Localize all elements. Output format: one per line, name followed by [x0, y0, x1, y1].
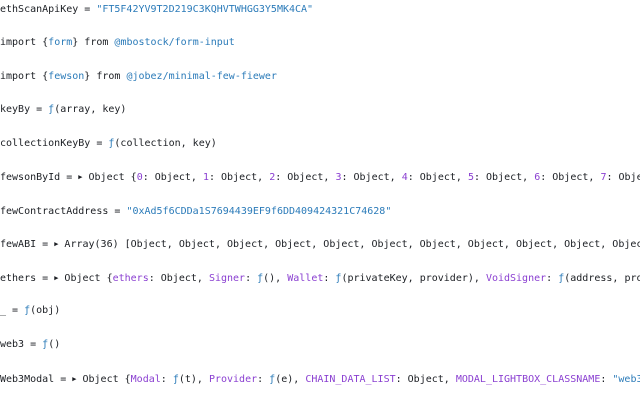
cell-token: :: [257, 374, 270, 385]
cell-token: fewABI =: [0, 239, 55, 250]
cell-token: ƒ: [48, 104, 55, 115]
cell-token: (privateKey, provider),: [341, 273, 486, 284]
cell-token: fewson: [48, 71, 85, 82]
cell-token: :: [546, 273, 559, 284]
cell-token: Signer: [208, 273, 246, 284]
cell-token: keyBy =: [0, 104, 49, 115]
cell-token: fewContractAddress =: [0, 206, 127, 217]
cell-token: ƒ: [172, 374, 179, 385]
cell-token: : Object,: [606, 172, 640, 183]
cell-token: ethScanApiKey =: [0, 4, 97, 15]
cell-token: 6: [534, 172, 541, 183]
cell-token: collectionKeyBy =: [0, 138, 109, 149]
cell-token: 5: [467, 172, 474, 183]
cell-token: : Object,: [142, 172, 203, 183]
cell-token: :: [600, 374, 613, 385]
cell-token: ethers =: [0, 273, 55, 284]
cell-fewContractAddress[interactable]: fewContractAddress = "0xAd5f6CDDa1S76944…: [0, 205, 391, 219]
cell-token: : Object,: [148, 273, 209, 284]
cell-token: "0xAd5f6CDDa1S7694439EF9f6DD409424321C74…: [126, 206, 392, 217]
cell-token: (address, provider),: [564, 273, 640, 284]
cell-token: @mbostock/form-input: [114, 37, 235, 48]
cell-token: : Object,: [275, 172, 336, 183]
cell-collectionKeyBy[interactable]: collectionKeyBy = ƒ(collection, key): [0, 137, 217, 151]
cell-token: fewsonById =: [0, 172, 79, 183]
cell-token: (t),: [178, 374, 209, 385]
cell-token: Wallet: [287, 273, 324, 284]
expand-triangle-icon[interactable]: ▶: [54, 240, 59, 248]
cell-token: : Object,: [407, 172, 468, 183]
cell-token: (): [48, 339, 61, 350]
cell-ethers[interactable]: ethers = ▶ Object {ethers: Object, Signe…: [0, 271, 640, 285]
cell-token: 2: [269, 172, 276, 183]
cell-token: import {: [0, 71, 49, 82]
cell-token: 3: [335, 172, 342, 183]
cell-Web3Modal[interactable]: Web3Modal = ▶ Object {Modal: ƒ(t), Provi…: [0, 372, 640, 386]
cell-token: form: [48, 37, 73, 48]
cell-token: :: [160, 374, 173, 385]
cell-underscore[interactable]: _ = ƒ(obj): [0, 304, 60, 318]
cell-token: ƒ: [269, 374, 276, 385]
cell-token: Object {: [82, 172, 137, 183]
cell-token: CHAIN_DATA_LIST: [305, 374, 396, 385]
cell-token: Array(36) [Object, Object, Object, Objec…: [64, 239, 640, 250]
cell-token: Modal: [130, 374, 161, 385]
cell-keyBy[interactable]: keyBy = ƒ(array, key): [0, 103, 126, 117]
cell-token: ƒ: [24, 305, 31, 316]
cell-token: MODAL_LIGHTBOX_CLASSNAME: [455, 374, 601, 385]
expand-triangle-icon[interactable]: ▶: [54, 274, 59, 282]
cell-token: (),: [263, 273, 288, 284]
cell-token: : Object,: [395, 374, 456, 385]
cell-token: : Object,: [341, 172, 402, 183]
cell-token: "web3modal-modal-l: [612, 374, 640, 385]
cell-token: 4: [401, 172, 408, 183]
cell-token: Object {: [76, 374, 131, 385]
cell-fewsonById[interactable]: fewsonById = ▶ Object {0: Object, 1: Obj…: [0, 170, 640, 184]
cell-token: : Object,: [473, 172, 535, 183]
cell-token: import {: [0, 37, 49, 48]
cell-token: "FT5F42YV9T2D219C3KQHVTWHGG3Y5MK4CA": [96, 4, 314, 15]
expand-triangle-icon[interactable]: ▶: [72, 375, 77, 383]
cell-token: (array, key): [54, 104, 127, 115]
cell-token: ƒ: [558, 273, 565, 284]
cell-token: } from: [72, 37, 115, 48]
cell-token: Provider: [208, 374, 258, 385]
cell-import-fewson[interactable]: import {fewson} from @jobez/minimal-few-…: [0, 70, 277, 84]
cell-web3[interactable]: web3 = ƒ(): [0, 338, 60, 352]
cell-import-form[interactable]: import {form} from @mbostock/form-input: [0, 36, 235, 50]
cell-token: ƒ: [108, 138, 115, 149]
cell-token: 1: [202, 172, 209, 183]
expand-triangle-icon[interactable]: ▶: [78, 173, 83, 181]
cell-token: ƒ: [42, 339, 49, 350]
cell-token: 0: [136, 172, 143, 183]
cell-token: (obj): [30, 305, 61, 316]
cell-fewABI[interactable]: fewABI = ▶ Array(36) [Object, Object, Ob…: [0, 237, 640, 251]
cell-token: :: [323, 273, 336, 284]
cell-ethScanApiKey[interactable]: ethScanApiKey = "FT5F42YV9T2D219C3KQHVTW…: [0, 3, 313, 17]
cell-token: :: [245, 273, 258, 284]
cell-token: } from: [84, 71, 127, 82]
cell-token: ƒ: [335, 273, 342, 284]
cell-token: ethers: [112, 273, 149, 284]
cell-token: : Object,: [208, 172, 270, 183]
cell-token: _ =: [0, 305, 25, 316]
cell-token: Object {: [58, 273, 113, 284]
cell-token: VoidSigner: [485, 273, 547, 284]
cell-token: web3 =: [0, 339, 43, 350]
cell-token: : Object,: [540, 172, 601, 183]
cell-token: ƒ: [257, 273, 264, 284]
cell-token: @jobez/minimal-few-fiewer: [126, 71, 277, 82]
cell-token: 7: [600, 172, 607, 183]
cell-token: (e),: [275, 374, 306, 385]
cell-token: (collection, key): [114, 138, 217, 149]
cell-token: Web3Modal =: [0, 374, 73, 385]
